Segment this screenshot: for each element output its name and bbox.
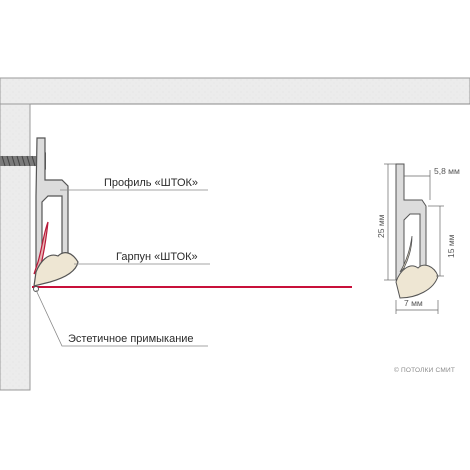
detail-harpoon-lip — [399, 235, 413, 273]
detail-harpoon-body — [395, 264, 439, 299]
label-harpoon: Гарпун «ШТОК» — [116, 251, 198, 263]
dim-width-bottom: 7 мм — [404, 298, 423, 308]
detail-profile-body — [395, 163, 427, 281]
junction-point — [33, 286, 39, 292]
dim-height-total: 25 мм — [376, 214, 386, 238]
ceiling-slab — [0, 77, 470, 105]
copyright-text: © ПОТОЛКИ СМИТ — [394, 366, 455, 374]
harpoon-lip — [33, 221, 49, 275]
label-profile: Профиль «ШТОК» — [104, 177, 198, 189]
harpoon-body — [33, 252, 79, 287]
label-junction: Эстетичное примыкание — [68, 333, 194, 345]
dim-height-inner: 15 мм — [446, 234, 456, 258]
wall — [0, 103, 31, 391]
dim-width-top: 5,8 мм — [434, 166, 460, 176]
profile-detail: 25 мм 5,8 мм 15 мм 7 мм — [376, 163, 460, 314]
leader-junction — [35, 289, 208, 347]
